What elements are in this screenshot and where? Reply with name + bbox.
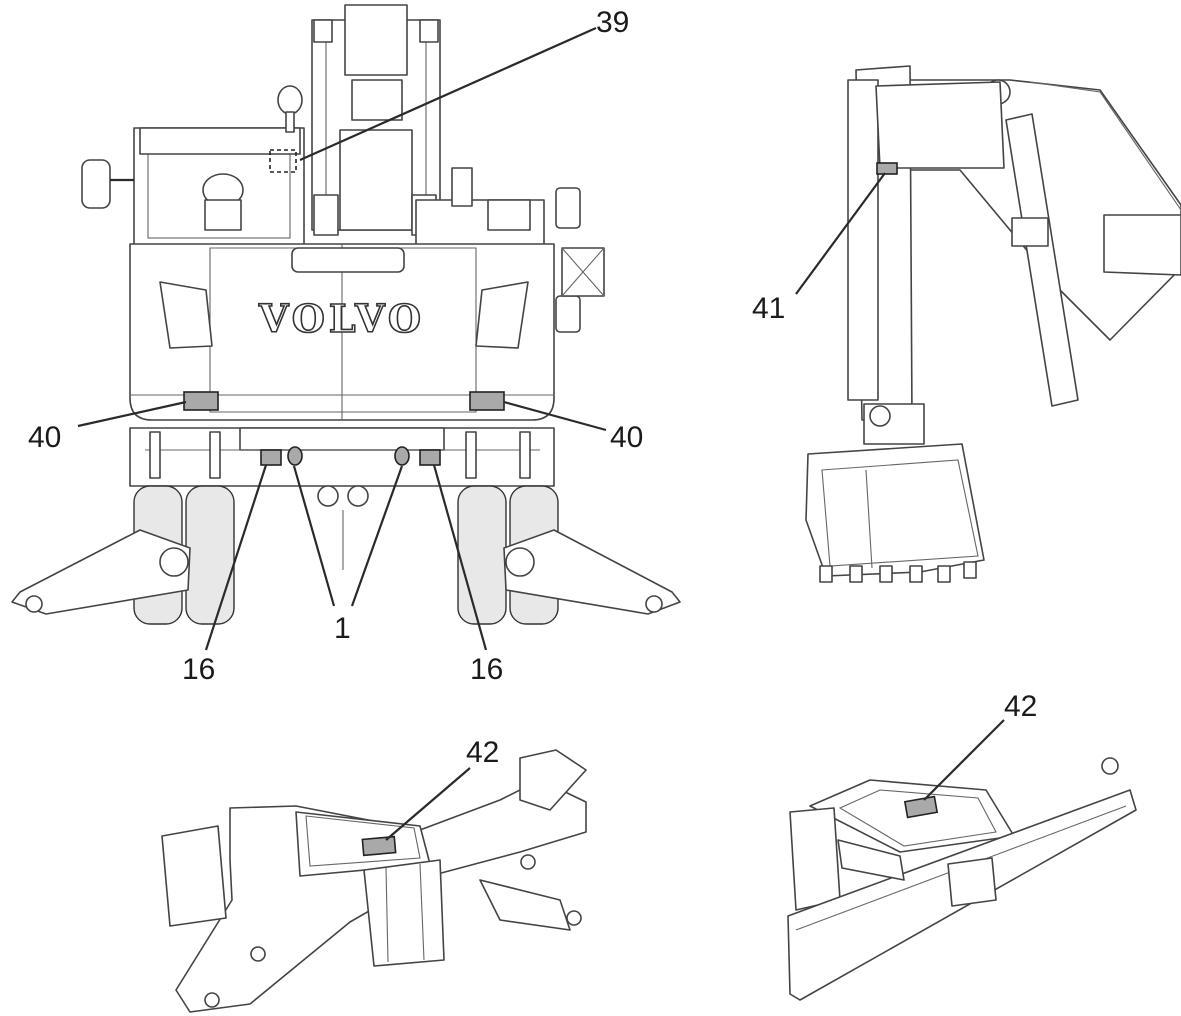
- leader-1-left: [292, 465, 336, 607]
- arm-bucket-view: [805, 65, 1181, 583]
- outriggers: [11, 529, 681, 615]
- callout-40-right: 40: [610, 421, 643, 454]
- callout-labels: 39 40 40 16 16 1 41 42 42: [28, 6, 1037, 769]
- decal-39-hidden-outline: [269, 149, 297, 173]
- boom-column: [311, 4, 441, 236]
- leader-16-left: [204, 464, 268, 651]
- decal-42-outrigger: [361, 835, 397, 857]
- leader-lines: [77, 26, 1005, 841]
- leader-39: [299, 26, 597, 162]
- callout-40-left: 40: [28, 421, 61, 454]
- undercarriage-frame: [129, 427, 555, 570]
- dozer-blade-view: [787, 757, 1137, 1001]
- leader-42-outrigger: [385, 767, 471, 841]
- callout-1: 1: [334, 612, 351, 645]
- decal-40-right: [469, 391, 505, 411]
- tires: [133, 485, 559, 625]
- callout-41: 41: [752, 292, 785, 325]
- decal-16-left: [260, 449, 282, 466]
- leader-1-right: [350, 465, 404, 607]
- counterweight: VOLVO: [129, 243, 555, 421]
- operator-cab: [81, 85, 305, 247]
- leader-40-right: [503, 400, 607, 432]
- marker-1-right: [394, 446, 410, 466]
- machine-rear-view: VOLVO: [11, 4, 681, 625]
- callout-39: 39: [596, 6, 629, 39]
- marker-1-left: [287, 446, 303, 466]
- decal-16-right: [419, 449, 441, 466]
- leader-41: [795, 172, 886, 295]
- leader-42-blade: [923, 719, 1005, 801]
- decal-42-blade: [903, 795, 939, 819]
- outrigger-mount-view: [161, 749, 587, 1013]
- callout-16-left: 16: [182, 653, 215, 686]
- leader-16-right: [432, 464, 488, 651]
- right-hood: [415, 167, 605, 333]
- leader-40-left: [77, 400, 187, 428]
- bucket-teeth: [819, 561, 977, 583]
- callout-42-blade: 42: [1004, 690, 1037, 723]
- callout-42-outrigger: 42: [466, 736, 499, 769]
- decal-41: [876, 162, 898, 175]
- decal-40-left: [183, 391, 219, 411]
- brand-logo: VOLVO: [258, 296, 425, 341]
- callout-16-right: 16: [470, 653, 503, 686]
